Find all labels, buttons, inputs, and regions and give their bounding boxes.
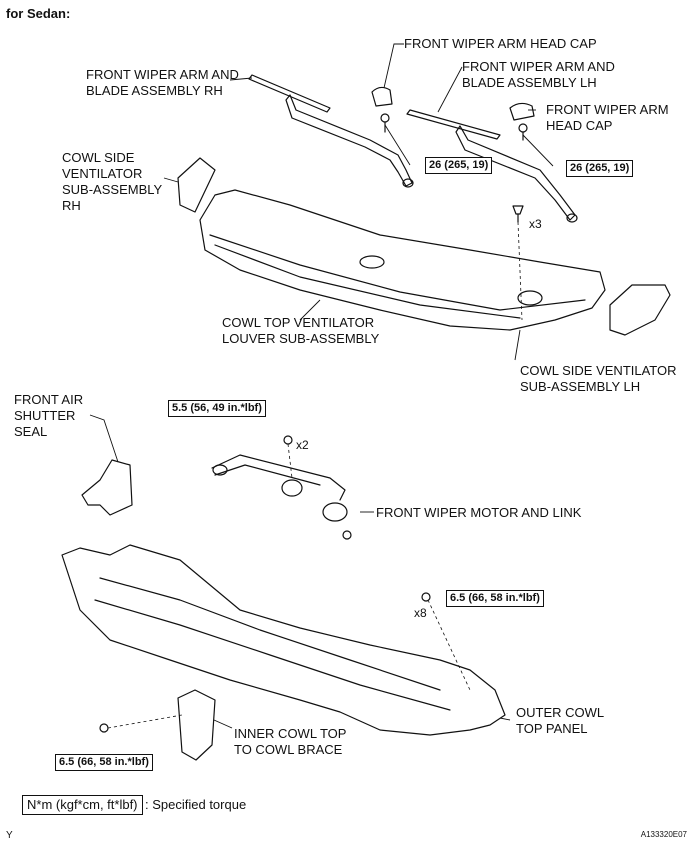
torque-outer-panel: 6.5 (66, 58 in.*lbf) [446, 590, 544, 607]
label-shutter-line3: SEAL [14, 424, 48, 439]
label-motor: FRONT WIPER MOTOR AND LINK [376, 505, 582, 520]
label-louver-line1: COWL TOP VENTILATOR [222, 315, 375, 330]
legend-unit-box: N*m (kgf*cm, ft*lbf) [22, 795, 143, 815]
label-arm-lh-line1: FRONT WIPER ARM AND [462, 59, 615, 74]
air-shutter-seal [81, 459, 133, 516]
qty-clip: x3 [529, 217, 542, 231]
brace-bolt [99, 723, 109, 733]
cowl-side-lh-panel [609, 284, 671, 336]
label-cowl-side-rh-line4: RH [62, 198, 81, 213]
head-cap-rh [371, 86, 393, 133]
label-inner-cowl-line2: TO COWL BRACE [234, 742, 343, 757]
panel-bolt [421, 592, 431, 602]
dashed-guides [107, 221, 523, 729]
cowl-louver [199, 189, 606, 331]
wiper-arm-lh [406, 109, 578, 223]
torque-arm-rh: 26 (265, 19) [425, 157, 493, 174]
label-cowl-side-rh-line3: SUB-ASSEMBLY [62, 182, 163, 197]
inner-cowl-brace [177, 689, 216, 761]
label-shutter-line1: FRONT AIR [14, 392, 84, 407]
label-arm-lh-line2: BLADE ASSEMBLY LH [462, 75, 597, 90]
qty-motor-bolt: x2 [296, 438, 309, 452]
clip-fastener [512, 205, 524, 223]
footer-code: A133320E07 [640, 830, 687, 839]
label-cowl-side-lh-line2: SUB-ASSEMBLY LH [520, 379, 641, 394]
torque-inner-brace: 6.5 (66, 58 in.*lbf) [55, 754, 153, 771]
footer-left: Y [6, 830, 13, 841]
diagram-title: for Sedan: [6, 6, 71, 21]
label-arm-rh-line2: BLADE ASSEMBLY RH [86, 83, 223, 98]
label-cowl-side-rh-line2: VENTILATOR [62, 166, 143, 181]
label-inner-cowl-line1: INNER COWL TOP [234, 726, 347, 741]
outer-cowl-panel [61, 544, 506, 736]
label-outer-cowl-line1: OUTER COWL [516, 705, 605, 720]
wiper-motor-link [211, 454, 352, 540]
label-cowl-side-lh-line1: COWL SIDE VENTILATOR [520, 363, 677, 378]
torque-arm-lh: 26 (265, 19) [566, 160, 634, 177]
label-cowl-side-rh-line1: COWL SIDE [62, 150, 135, 165]
motor-bolt [283, 435, 293, 445]
cowl-side-rh-panel [177, 157, 216, 213]
label-louver-line2: LOUVER SUB-ASSEMBLY [222, 331, 380, 346]
leader-lines [89, 43, 554, 729]
label-arm-rh-line1: FRONT WIPER ARM AND [86, 67, 239, 82]
legend-text: : Specified torque [145, 797, 247, 812]
wiper-arm-rh [248, 74, 414, 188]
label-head-cap-top: FRONT WIPER ARM HEAD CAP [404, 36, 597, 51]
qty-panel-bolt: x8 [414, 606, 427, 620]
head-cap-lh [509, 102, 535, 141]
label-head-cap-right-line1: FRONT WIPER ARM [546, 102, 669, 117]
label-head-cap-right-line2: HEAD CAP [546, 118, 613, 133]
label-outer-cowl-line2: TOP PANEL [516, 721, 588, 736]
torque-motor: 5.5 (56, 49 in.*lbf) [168, 400, 266, 417]
label-shutter-line2: SHUTTER [14, 408, 76, 423]
